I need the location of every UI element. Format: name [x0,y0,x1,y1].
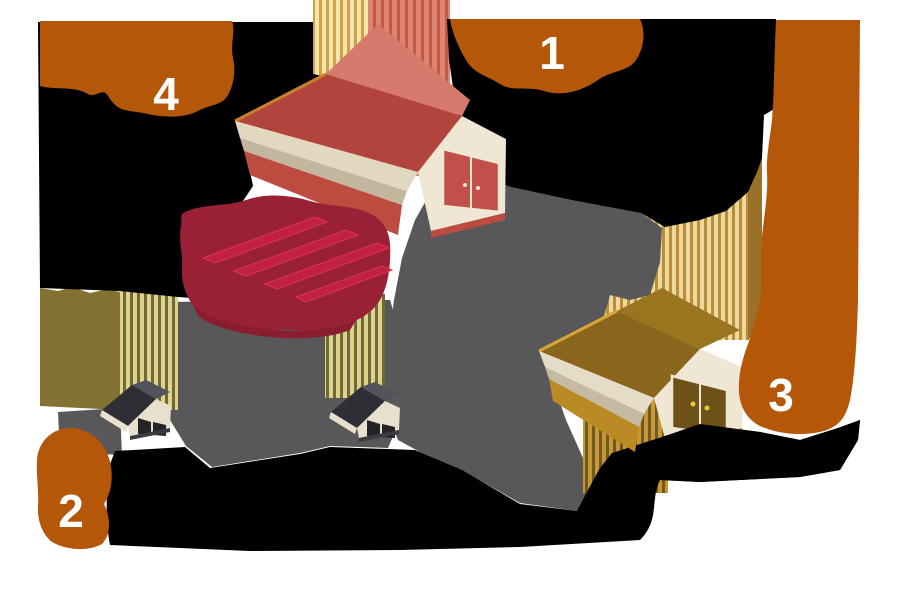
pallet-rib [263,242,391,290]
olive-block [40,287,120,410]
step-4-badge [40,21,235,117]
red-barn-base [431,213,505,238]
step-1-badge [450,19,644,94]
tan-barn-band [545,367,644,427]
pallet-body [180,195,391,331]
red-barn-roof-right [326,24,470,116]
tan-barn-wall [549,379,639,452]
red-barn-eave [235,121,418,191]
red-barn-band [240,138,407,205]
pallet-base [194,307,356,339]
red-barn-door-handle-right [476,186,480,190]
tan-barn-roof-left [539,311,700,398]
pallet-rib [294,265,394,303]
red-pallet-illustration [180,195,394,339]
tan-barn-door-handle-left [690,401,696,407]
step-3-band [738,20,860,434]
red-barn-door-handle-left [463,183,467,187]
pallet-ribs [201,216,394,303]
step-1-number: 1 [539,27,565,79]
step-3-number: 3 [768,369,794,421]
red-barn-roof-edge [234,72,327,123]
tan-barn-eave [539,351,654,414]
step-2-badge [36,428,112,550]
black-blob-bottom-right [660,420,860,482]
step-4-number: 4 [153,68,179,120]
red-barn-illustration [234,24,506,238]
pallet-rib [232,229,360,277]
tan-barn-door-handle-right [704,405,710,411]
step-2-number: 2 [58,485,84,537]
red-barn-roof-left [235,74,462,172]
tan-barn-roof-right [617,288,740,349]
step-badges: 4 1 2 3 [36,19,794,550]
pallet-rib [201,216,329,264]
tan-barn-roof-edge [538,309,618,353]
tan-barn-illustration [538,288,744,454]
gold-strip [748,158,762,338]
gray-blob-center-right [389,170,662,511]
